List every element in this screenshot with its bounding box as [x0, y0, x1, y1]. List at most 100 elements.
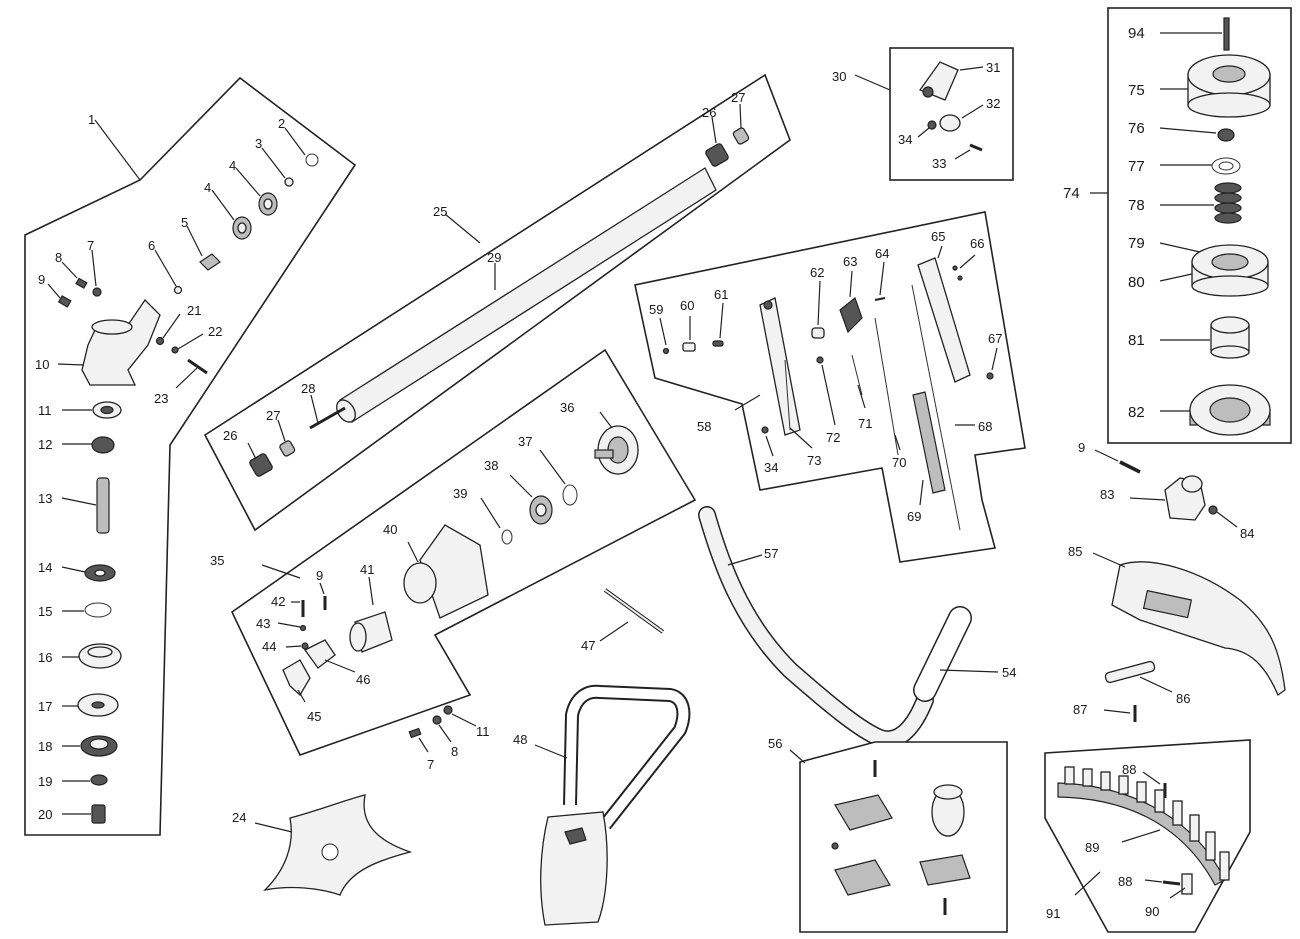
grip-54	[913, 606, 972, 702]
washer-19	[90, 774, 108, 786]
guard-group: 85 86 87	[1068, 544, 1286, 722]
washer-6	[173, 285, 183, 295]
spacer	[931, 784, 965, 837]
callout-2: 2	[278, 116, 285, 131]
callout-74: 74	[1063, 185, 1080, 202]
nut-11b	[443, 705, 453, 715]
spindle-13	[96, 477, 110, 534]
callout-68: 68	[978, 419, 992, 434]
bolt-23	[187, 358, 208, 375]
callout-65: 65	[931, 229, 945, 244]
bolt-94	[1223, 17, 1230, 51]
callout-5: 5	[181, 215, 188, 230]
screws-66	[952, 265, 963, 281]
callout-26b: 26	[223, 428, 237, 443]
blade-group: 24	[232, 794, 413, 896]
callout-8: 8	[55, 250, 62, 265]
spring-60	[682, 342, 696, 352]
guard-85	[1111, 561, 1286, 696]
blade-teeth	[1064, 766, 1230, 881]
bearing-38	[529, 495, 553, 525]
switch-63	[839, 297, 863, 334]
handlebar-group: 57 54	[698, 506, 1016, 749]
gear-12	[91, 436, 115, 454]
callout-77: 77	[1128, 158, 1145, 175]
callout-18: 18	[38, 739, 52, 754]
callout-13: 13	[38, 491, 52, 506]
bushing-26b	[249, 453, 273, 477]
callout-14: 14	[38, 560, 52, 575]
screw-7b	[408, 727, 422, 739]
bearing-14	[84, 564, 116, 582]
callout-35: 35	[210, 553, 224, 568]
shaft-28	[309, 406, 346, 430]
callout-3: 3	[255, 136, 262, 151]
callout-31: 31	[986, 60, 1000, 75]
plate-86	[1104, 660, 1156, 684]
wire-70	[874, 317, 899, 456]
pin-61	[712, 340, 724, 347]
callout-81: 81	[1128, 332, 1145, 349]
callout-22: 22	[208, 324, 222, 339]
upper-clamp	[834, 794, 893, 831]
callout-24: 24	[232, 810, 246, 825]
callout-6: 6	[148, 238, 155, 253]
spring-78	[1214, 182, 1242, 224]
bearing-4a	[258, 192, 278, 216]
callout-12: 12	[38, 437, 52, 452]
callout-41: 41	[360, 562, 374, 577]
callout-19: 19	[38, 774, 52, 789]
nut-34a	[927, 120, 937, 130]
callout-42: 42	[271, 594, 285, 609]
callout-54: 54	[1002, 665, 1016, 680]
callout-46: 46	[356, 672, 370, 687]
callout-38: 38	[484, 458, 498, 473]
clamp-46	[304, 639, 336, 669]
gear-housing-10	[81, 298, 161, 386]
callout-45: 45	[307, 709, 321, 724]
callout-43: 43	[256, 616, 270, 631]
callout-59: 59	[649, 302, 663, 317]
callout-62: 62	[810, 265, 824, 280]
clutch-housing-40	[403, 524, 489, 619]
callout-29: 29	[487, 250, 501, 265]
lower-clamp	[834, 859, 891, 896]
callout-76: 76	[1128, 120, 1145, 137]
blade-24	[263, 794, 413, 896]
washer-22	[171, 346, 179, 354]
pinion-gear-5	[199, 253, 221, 271]
callout-78: 78	[1128, 197, 1145, 214]
callout-7b: 7	[427, 757, 434, 772]
callout-7: 7	[87, 238, 94, 253]
callout-17: 17	[38, 699, 52, 714]
callout-66: 66	[970, 236, 984, 251]
washer-43	[299, 624, 307, 632]
clutch-drum-36	[594, 425, 639, 475]
callout-87: 87	[1073, 702, 1087, 717]
bracket-panel: 30 31 32 34 33	[832, 47, 1014, 181]
callout-9: 9	[38, 272, 45, 287]
handlebar-57	[698, 506, 934, 749]
circlip-15	[84, 602, 112, 618]
sleeve-41	[349, 611, 393, 653]
pin-59	[662, 347, 670, 355]
callout-73: 73	[807, 453, 821, 468]
circlip-37	[562, 484, 578, 506]
small-ring-3	[284, 177, 294, 187]
callout-80: 80	[1128, 274, 1145, 291]
callout-40: 40	[383, 522, 397, 537]
callout-61: 61	[714, 287, 728, 302]
callout-82: 82	[1128, 404, 1145, 421]
callout-30: 30	[832, 69, 846, 84]
guard-clamp-group: 9 83 84	[1078, 440, 1254, 541]
callout-86: 86	[1176, 691, 1190, 706]
nut-20	[91, 804, 106, 824]
callout-64: 64	[875, 246, 889, 261]
pin-34b	[761, 426, 769, 434]
callout-88b: 88	[1118, 874, 1132, 889]
nut-76	[1217, 128, 1235, 142]
clutch-panel: 35 36 37 38 39 40 41 42 43 44 9 45 46 7 …	[210, 348, 697, 772]
wire-71	[851, 354, 863, 396]
callout-25: 25	[433, 204, 447, 219]
